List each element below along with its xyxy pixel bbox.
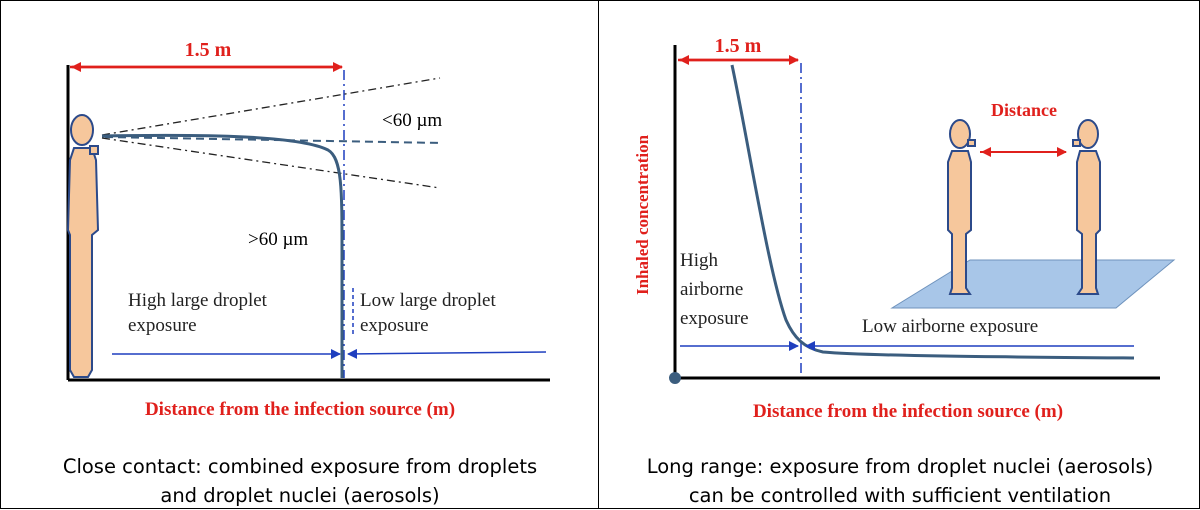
small-droplet-path [104, 136, 443, 144]
right-caption-line2: can be controlled with sufficient ventil… [688, 484, 1112, 507]
y-axis-label: Inhaled concentration [633, 134, 652, 295]
cone-lower-line [101, 137, 441, 189]
large-droplet-trajectory [101, 133, 344, 378]
zone-right-line1: Low large droplet [360, 290, 496, 311]
long-range-diagram: Inhaled concentration 1.5 m High airborn… [633, 35, 1176, 422]
zone-left-line2: exposure [128, 315, 197, 336]
person-left-icon [947, 119, 976, 295]
people-distance-label: Distance [991, 100, 1057, 120]
zone-left-line1: High large droplet [128, 290, 268, 311]
distance-label: 1.5 m [715, 35, 762, 57]
zone-left-line1: High [680, 250, 719, 271]
zone-left-line3: exposure [680, 308, 749, 329]
floor-platform [890, 259, 1176, 309]
small-droplets-label: <60 µm [382, 110, 442, 131]
close-contact-diagram: 1.5 m <60 µm >60 µm High large droplet e… [66, 39, 550, 420]
low-exposure-arrow [347, 348, 547, 359]
right-caption-line1: Long range: exposure from droplet nuclei… [646, 455, 1154, 478]
zone-right: Low airborne exposure [862, 316, 1038, 337]
right-caption: Long range: exposure from droplet nuclei… [610, 452, 1190, 510]
left-caption-line1: Close contact: combined exposure from dr… [62, 455, 538, 478]
x-axis-label: Distance from the infection source (m) [145, 399, 455, 420]
cone-upper-line [101, 77, 441, 136]
zone-left-line2: airborne [680, 279, 743, 300]
zone-right-line2: exposure [360, 315, 429, 336]
panel-divider [598, 0, 599, 509]
left-caption: Close contact: combined exposure from dr… [10, 452, 590, 510]
origin-dot [669, 372, 681, 384]
x-axis-label: Distance from the infection source (m) [753, 401, 1063, 422]
distance-label: 1.5 m [185, 39, 232, 61]
concentration-curve [730, 64, 1135, 360]
left-caption-line2: and droplet nuclei (aerosols) [160, 484, 440, 507]
large-droplets-label: >60 µm [248, 229, 308, 250]
person-right-icon [1072, 119, 1101, 295]
person-icon [66, 114, 100, 378]
